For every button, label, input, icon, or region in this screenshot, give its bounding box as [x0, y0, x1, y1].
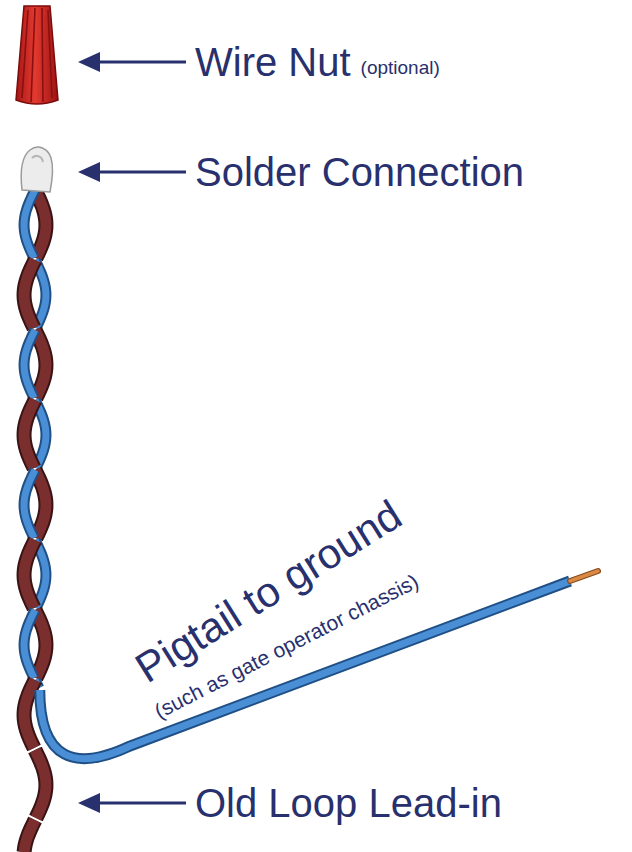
- wire-nut: [16, 6, 58, 104]
- callout-label: Wire Nut: [195, 39, 351, 85]
- callout-label: (optional): [361, 57, 440, 79]
- callout-label: Old Loop Lead-in: [195, 780, 502, 826]
- solder-connection: [21, 147, 52, 192]
- twisted-pair: [24, 190, 598, 852]
- callout-label: Solder Connection: [195, 149, 524, 195]
